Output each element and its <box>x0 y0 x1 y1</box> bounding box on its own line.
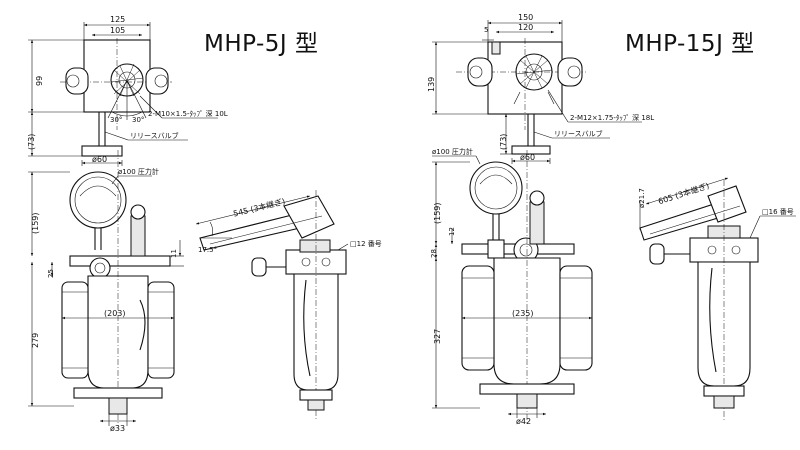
title-mhp5j: MHP-5J 型 <box>204 31 319 57</box>
release-valve-label: リリースバルブ <box>130 131 179 140</box>
mhp15j-top-view: 150 120 5 2-M12×1.75-ﾀｯﾌﾟ 深 18L 139 <box>427 13 654 164</box>
angle-30b: 30° <box>132 116 144 124</box>
mhp5j-top-view: 125 105 30° 30° 2-M10×1.5-ﾀｯﾌﾟ 深 10L 99 <box>27 15 228 166</box>
dim-bottom-33: ø33 <box>110 424 125 433</box>
handle-angle: 17.5° <box>198 246 217 254</box>
gauge-note-15: ø100 圧力計 <box>432 147 473 156</box>
dim-11: 11 <box>170 249 178 258</box>
dim-125: 125 <box>110 15 125 24</box>
dim-159: (159) <box>31 212 40 234</box>
dim-139: 139 <box>427 77 436 92</box>
dim-73-15: (73) <box>499 134 508 150</box>
mhp15j-front-view: ø100 圧力計 (159) 12 28 (235) 327 <box>430 147 593 426</box>
mhp5j-front-view: ø100 圧力計 (159) 11 25 (203) <box>28 150 184 433</box>
mhp5j-side-view: 545 (3本継ぎ) 17.5° □12 番号 <box>195 190 382 420</box>
dim-12: 12 <box>448 227 456 236</box>
gauge-note: ø100 圧力計 <box>118 167 159 176</box>
dim-tank-203: (203) <box>104 309 126 318</box>
dim-21-7: ø21.7 <box>638 188 646 208</box>
tap-note-15: 2-M12×1.75-ﾀｯﾌﾟ 深 18L <box>570 113 654 122</box>
dim-120: 120 <box>518 23 533 32</box>
dim-327: 327 <box>433 329 442 344</box>
dim-base-60: ø60 <box>92 155 107 164</box>
title-mhp15j: MHP-15J 型 <box>625 31 755 57</box>
dim-base-60-15: ø60 <box>520 153 535 162</box>
dim-99: 99 <box>35 76 44 86</box>
dim-150: 150 <box>518 13 533 22</box>
port-note: □12 番号 <box>350 240 382 248</box>
dim-105: 105 <box>110 26 125 35</box>
handle-length-15: 605 (3本継ぎ) <box>657 180 711 206</box>
tap-note: 2-M10×1.5-ﾀｯﾌﾟ 深 10L <box>148 109 228 118</box>
port-note-15: □16 番号 <box>762 208 794 216</box>
dim-bottom-42: ø42 <box>516 417 531 426</box>
dim-5: 5 <box>484 26 488 34</box>
dim-279: 279 <box>31 333 40 348</box>
dim-28: 28 <box>430 249 438 258</box>
dim-159-15: (159) <box>433 202 442 224</box>
mhp15j-side-view: 605 (3本継ぎ) ø21.7 □16 番号 <box>638 177 796 420</box>
handle-length: 545 (3本継ぎ) <box>232 196 286 219</box>
dim-25: 25 <box>47 269 55 278</box>
angle-30a: 30° <box>110 116 122 124</box>
dim-73: (73) <box>27 134 36 150</box>
release-valve-label-15: リリースバルブ <box>554 129 603 138</box>
dim-tank-235: (235) <box>512 309 534 318</box>
